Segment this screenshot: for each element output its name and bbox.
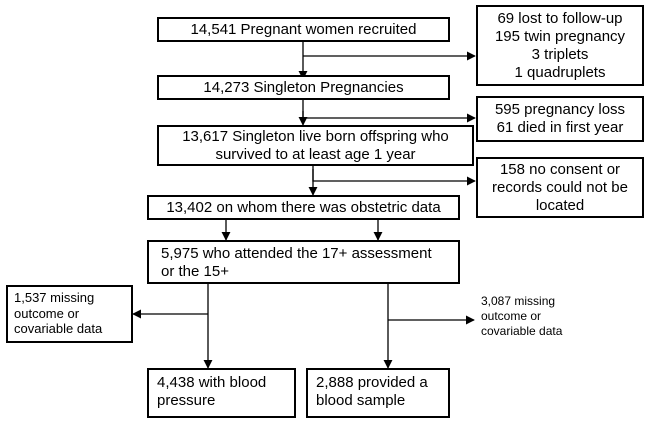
exclusion-1-line-3: 3 triplets — [531, 46, 589, 63]
missing-left-line-2: outcome or — [14, 305, 80, 321]
exclusion-1-line-4: 1 quadruplets — [514, 64, 606, 81]
obstetric-text: 13,402 on whom there was obstetric data — [166, 199, 441, 216]
survived-box: 13,617 Singleton live born offspring who… — [157, 125, 474, 166]
blood-sample-line-1: 2,888 provided a — [316, 374, 428, 391]
obstetric-box: 13,402 on whom there was obstetric data — [147, 195, 460, 220]
exclusion-2-line-2: 61 died in first year — [496, 119, 624, 136]
exclusion-3-line-1: 158 no consent or — [499, 161, 621, 178]
exclusion-box-2: 595 pregnancy loss 61 died in first year — [476, 96, 644, 142]
missing-left-line-1: 1,537 missing — [14, 290, 95, 305]
arrow-to-exclusion-2 — [302, 111, 476, 123]
blood-pressure-line-1: 4,438 with blood — [157, 374, 267, 391]
attended-line-2: or the 15+ — [161, 263, 229, 280]
blood-pressure-line-2: pressure — [157, 392, 216, 409]
missing-right-line-3: covariable data — [481, 324, 563, 338]
exclusion-3-line-2: records could not be — [492, 179, 628, 196]
exclusion-2-line-1: 595 pregnancy loss — [494, 101, 626, 118]
attended-box: 5,975 who attended the 17+ assessment or… — [147, 240, 460, 284]
survived-line-1: 13,617 Singleton live born offspring who — [182, 128, 449, 145]
blood-sample-box: 2,888 provided a blood sample — [306, 368, 450, 418]
missing-left-line-3: covariable data — [14, 321, 103, 337]
recruited-text: 14,541 Pregnant women recruited — [190, 21, 417, 38]
missing-right-line-2: outcome or — [481, 309, 542, 323]
survived-line-2: survived to at least age 1 year — [215, 146, 416, 163]
exclusion-3-line-3: located — [535, 197, 585, 214]
singleton-text: 14,273 Singleton Pregnancies — [203, 79, 404, 96]
exclusion-box-1: 69 lost to follow-up 195 twin pregnancy … — [476, 5, 644, 86]
recruited-box: 14,541 Pregnant women recruited — [157, 17, 450, 42]
missing-right-text: 3,087 missing outcome or covariable data — [481, 294, 562, 339]
singleton-box: 14,273 Singleton Pregnancies — [157, 75, 450, 100]
exclusion-box-3: 158 no consent or records could not be l… — [476, 157, 644, 218]
missing-left-box: 1,537 missing outcome or covariable data — [6, 285, 133, 343]
exclusion-1-line-1: 69 lost to follow-up — [497, 10, 623, 27]
missing-right-line-1: 3,087 missing — [481, 294, 556, 308]
exclusion-1-line-2: 195 twin pregnancy — [494, 28, 626, 45]
arrow-to-exclusion-3 — [312, 169, 476, 186]
attended-line-1: 5,975 who attended the 17+ assessment — [161, 245, 432, 262]
blood-sample-line-2: blood sample — [316, 392, 406, 409]
blood-pressure-box: 4,438 with blood pressure — [147, 368, 296, 418]
